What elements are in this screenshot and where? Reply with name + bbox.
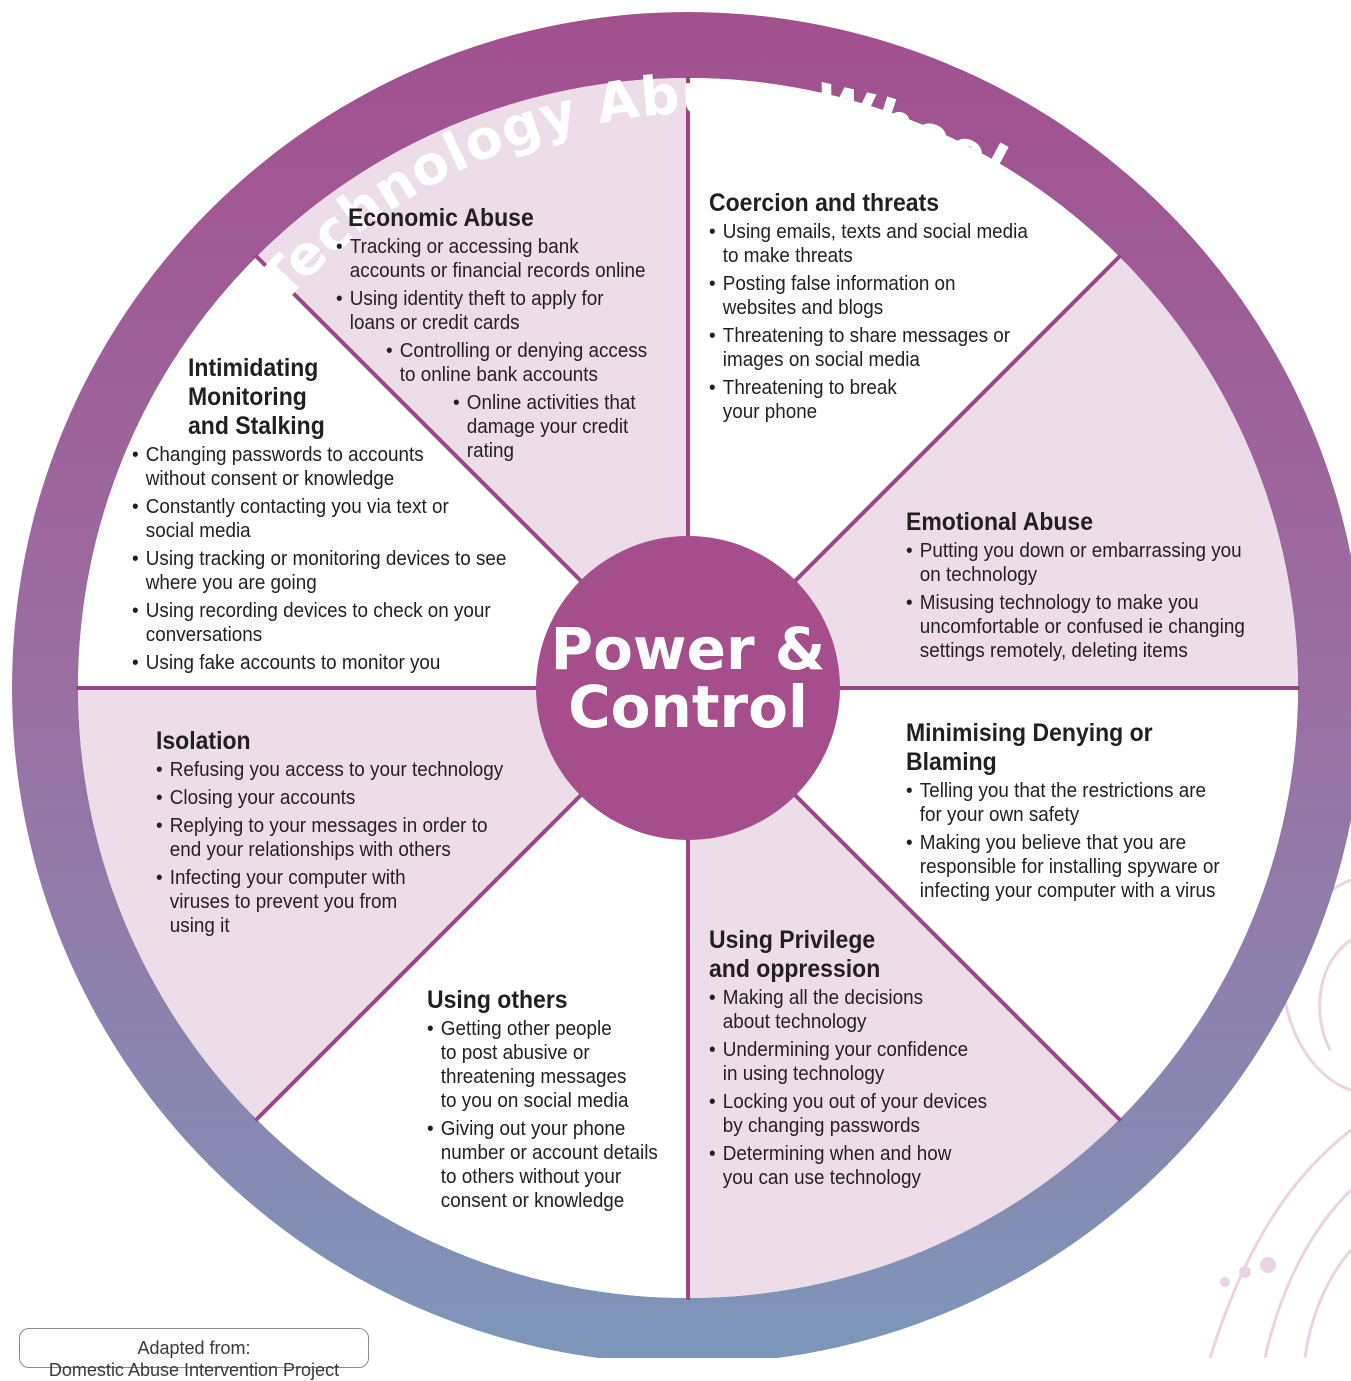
list-item: Using fake accounts to monitor you xyxy=(132,651,518,675)
list-item: Replying to your messages in order to en… xyxy=(156,814,506,862)
list-item: Changing passwords to accounts without c… xyxy=(132,443,518,491)
list-item: Using tracking or monitoring devices to … xyxy=(132,547,518,595)
list-item: Using emails, texts and social media to … xyxy=(709,220,1040,268)
section-minimising-denying: Minimising Denying or Blaming Telling yo… xyxy=(906,719,1286,907)
section-heading: Economic Abuse xyxy=(348,204,534,232)
list-item: Making you believe that you are responsi… xyxy=(906,831,1256,903)
section-heading: Isolation xyxy=(156,727,251,755)
list-item: Giving out your phone number or account … xyxy=(427,1117,666,1213)
list-item: Posting false information on websites an… xyxy=(709,272,1040,320)
credit-line-2: Domestic Abuse Intervention Project xyxy=(48,1360,340,1380)
wheel-divider xyxy=(792,792,1123,1123)
list-item: Locking you out of your devices by chang… xyxy=(709,1090,1003,1138)
wheel-divider xyxy=(253,253,584,584)
list-item: Controlling or denying access to online … xyxy=(386,339,653,387)
list-item: Tracking or accessing bank accounts or f… xyxy=(336,235,649,283)
list-item: Telling you that the restrictions are fo… xyxy=(906,779,1256,827)
section-using-others: Using others Getting other people to pos… xyxy=(427,986,687,1217)
section-emotional-abuse: Emotional Abuse Putting you down or emba… xyxy=(906,508,1286,667)
credit-box: Adapted from: Domestic Abuse Interventio… xyxy=(19,1328,369,1380)
list-item: Threatening to break your phone xyxy=(709,376,1040,424)
center-line-1: Power & xyxy=(550,615,826,683)
list-item: Putting you down or embarrassing you on … xyxy=(906,539,1256,587)
section-heading: Minimising Denying or Blaming xyxy=(906,719,1153,776)
center-circle xyxy=(536,536,840,840)
list-item: Determining when and how you can use tec… xyxy=(709,1142,1003,1190)
list-item: Using recording devices to check on your… xyxy=(132,599,518,647)
section-economic-abuse: Economic Abuse Tracking or accessing ban… xyxy=(336,204,676,467)
list-item: Using identity theft to apply for loans … xyxy=(336,287,649,335)
credit-line-1: Adapted from: xyxy=(137,1338,251,1358)
wheel-divider xyxy=(253,792,584,1123)
section-coercion-threats: Coercion and threats Using emails, texts… xyxy=(709,189,1069,428)
section-isolation: Isolation Refusing you access to your te… xyxy=(156,727,536,942)
section-heading: Using Privilege and oppression xyxy=(709,926,881,983)
list-item: Undermining your confidence in using tec… xyxy=(709,1038,1003,1086)
decorative-swirl xyxy=(1208,878,1351,1358)
section-heading: Intimidating Monitoring and Stalking xyxy=(188,354,325,440)
list-item: Closing your accounts xyxy=(156,786,506,810)
section-using-privilege: Using Privilege and oppression Making al… xyxy=(709,926,1029,1194)
section-heading: Coercion and threats xyxy=(709,189,940,217)
list-item: Refusing you access to your technology xyxy=(156,758,506,782)
center-line-2: Control xyxy=(568,673,808,741)
list-item: Constantly contacting you via text or so… xyxy=(132,495,518,543)
list-item: Misusing technology to make you uncomfor… xyxy=(906,591,1256,663)
list-item: Getting other people to post abusive or … xyxy=(427,1017,666,1113)
center-label: Power & Control xyxy=(540,620,836,736)
list-item: Infecting your computer with viruses to … xyxy=(156,866,506,938)
section-heading: Using others xyxy=(427,986,568,1014)
section-heading: Emotional Abuse xyxy=(906,508,1094,536)
section-intimidating-monitoring: Intimidating Monitoring and Stalking Cha… xyxy=(132,354,552,679)
list-item: Making all the decisions about technolog… xyxy=(709,986,1003,1034)
list-item: Threatening to share messages or images … xyxy=(709,324,1040,372)
